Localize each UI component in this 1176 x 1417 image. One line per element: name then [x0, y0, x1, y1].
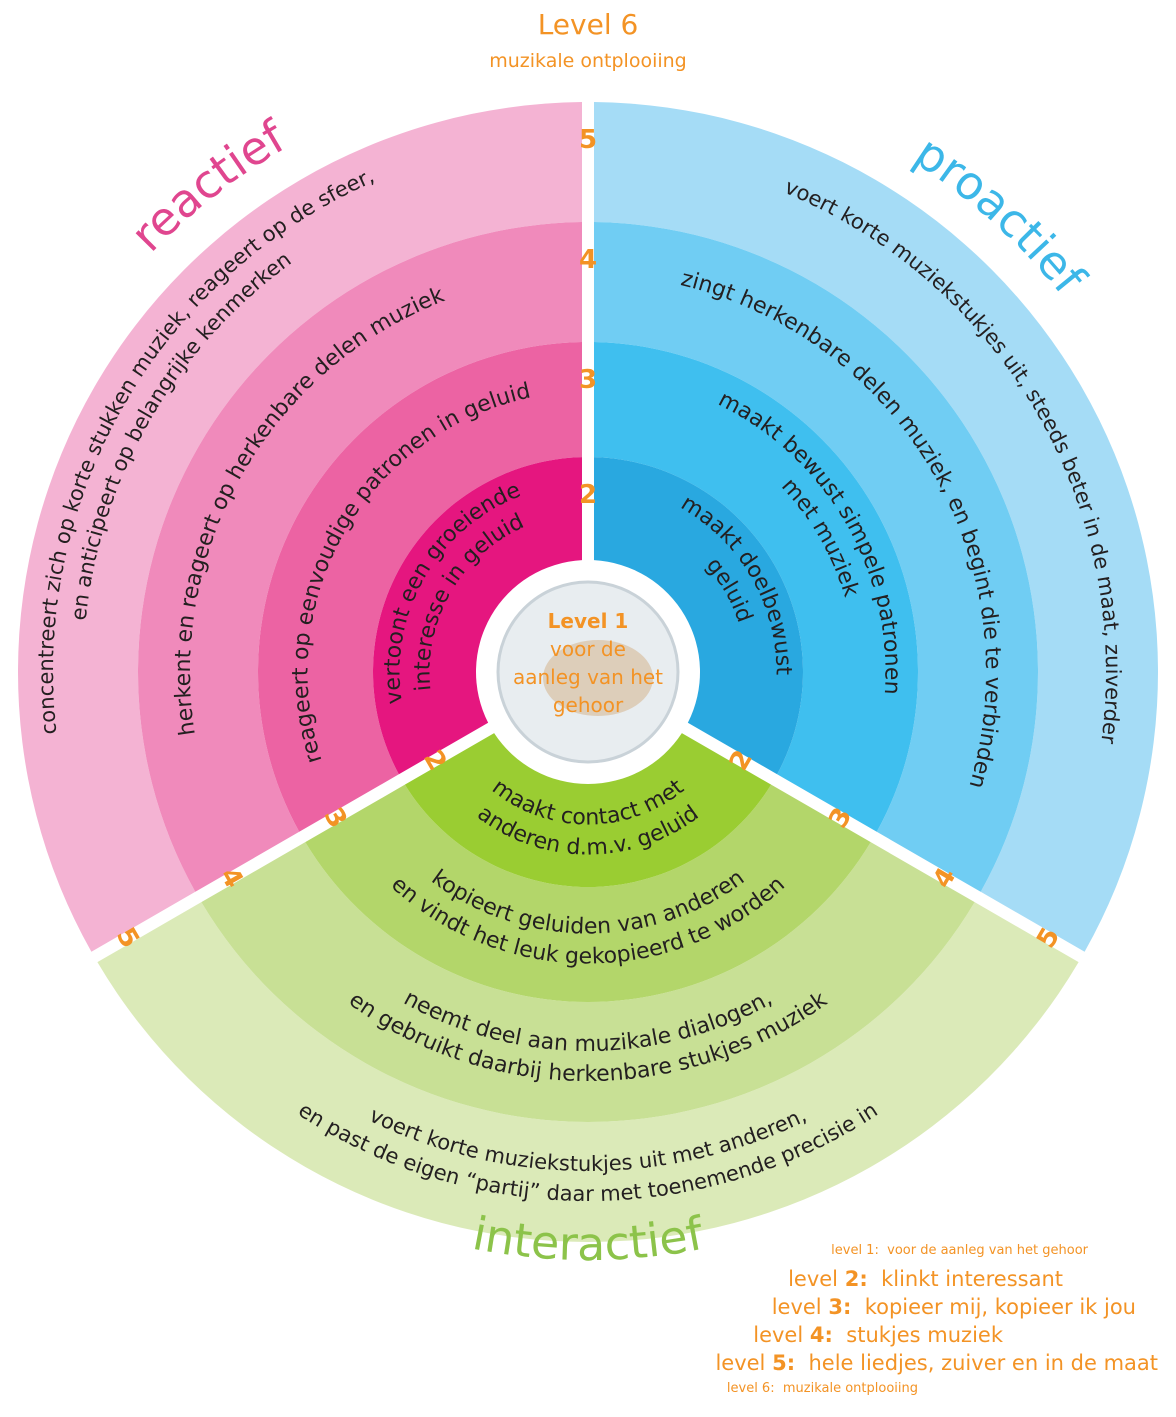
legend-item-level-6: level 6: muzikale ontplooiing — [726, 1380, 918, 1396]
ring-reactief-level-2 — [373, 457, 583, 775]
legend-item-level-4: level 4: stukjes muziek — [753, 1323, 1003, 1348]
center-label-line-2: voor de — [550, 637, 626, 661]
center-label-line-4: gehoor — [553, 693, 624, 717]
ring-interactief-level-4 — [201, 842, 975, 1123]
ring-number-top-4: 4 — [579, 245, 597, 275]
ring-number-top-2: 2 — [579, 480, 597, 510]
center-label-line-1: Level 1 — [548, 609, 629, 633]
legend-item-level-2: level 2: klinkt interessant — [788, 1266, 1063, 1291]
sector-interactief — [97, 733, 1079, 1242]
legend-item-level-3: level 3: kopieer mij, kopieer ik jou — [771, 1295, 1136, 1320]
sector-proactief — [593, 102, 1158, 952]
center-label-line-3: aanleg van het — [513, 665, 663, 689]
ring-proactief-level-5 — [593, 102, 1158, 952]
center-hub: Level 1 voor de aanleg van het gehoor — [484, 568, 692, 776]
level6-subtitle: muzikale ontplooiing — [489, 50, 687, 72]
ring-number-top-5: 5 — [579, 125, 597, 155]
legend-item-level-1: level 1: voor de aanleg van het gehoor — [831, 1243, 1088, 1258]
ring-interactief-level-5 — [97, 902, 1079, 1242]
ring-interactief-level-3 — [305, 784, 871, 1002]
hub-image-detail — [543, 640, 653, 716]
ring-reactief-level-3 — [258, 342, 583, 832]
ring-reactief-level-4 — [138, 222, 583, 892]
level-legend: level 1: voor de aanleg van het gehoor l… — [638, 1243, 1158, 1396]
level6-title: Level 6 — [537, 8, 639, 41]
ring-proactief-level-2 — [593, 457, 803, 775]
ring-interactief-level-2 — [404, 733, 772, 887]
sector-reactief — [17, 102, 583, 952]
ring-number-top-3: 3 — [579, 365, 597, 395]
ring-proactief-level-4 — [593, 222, 1038, 892]
ring-reactief-level-5 — [17, 102, 583, 952]
legend-item-level-5: level 5: hele liedjes, zuiver en in de m… — [715, 1351, 1158, 1376]
center-label: Level 1 voor de aanleg van het gehoor — [513, 609, 663, 717]
ring-proactief-level-3 — [593, 342, 918, 832]
